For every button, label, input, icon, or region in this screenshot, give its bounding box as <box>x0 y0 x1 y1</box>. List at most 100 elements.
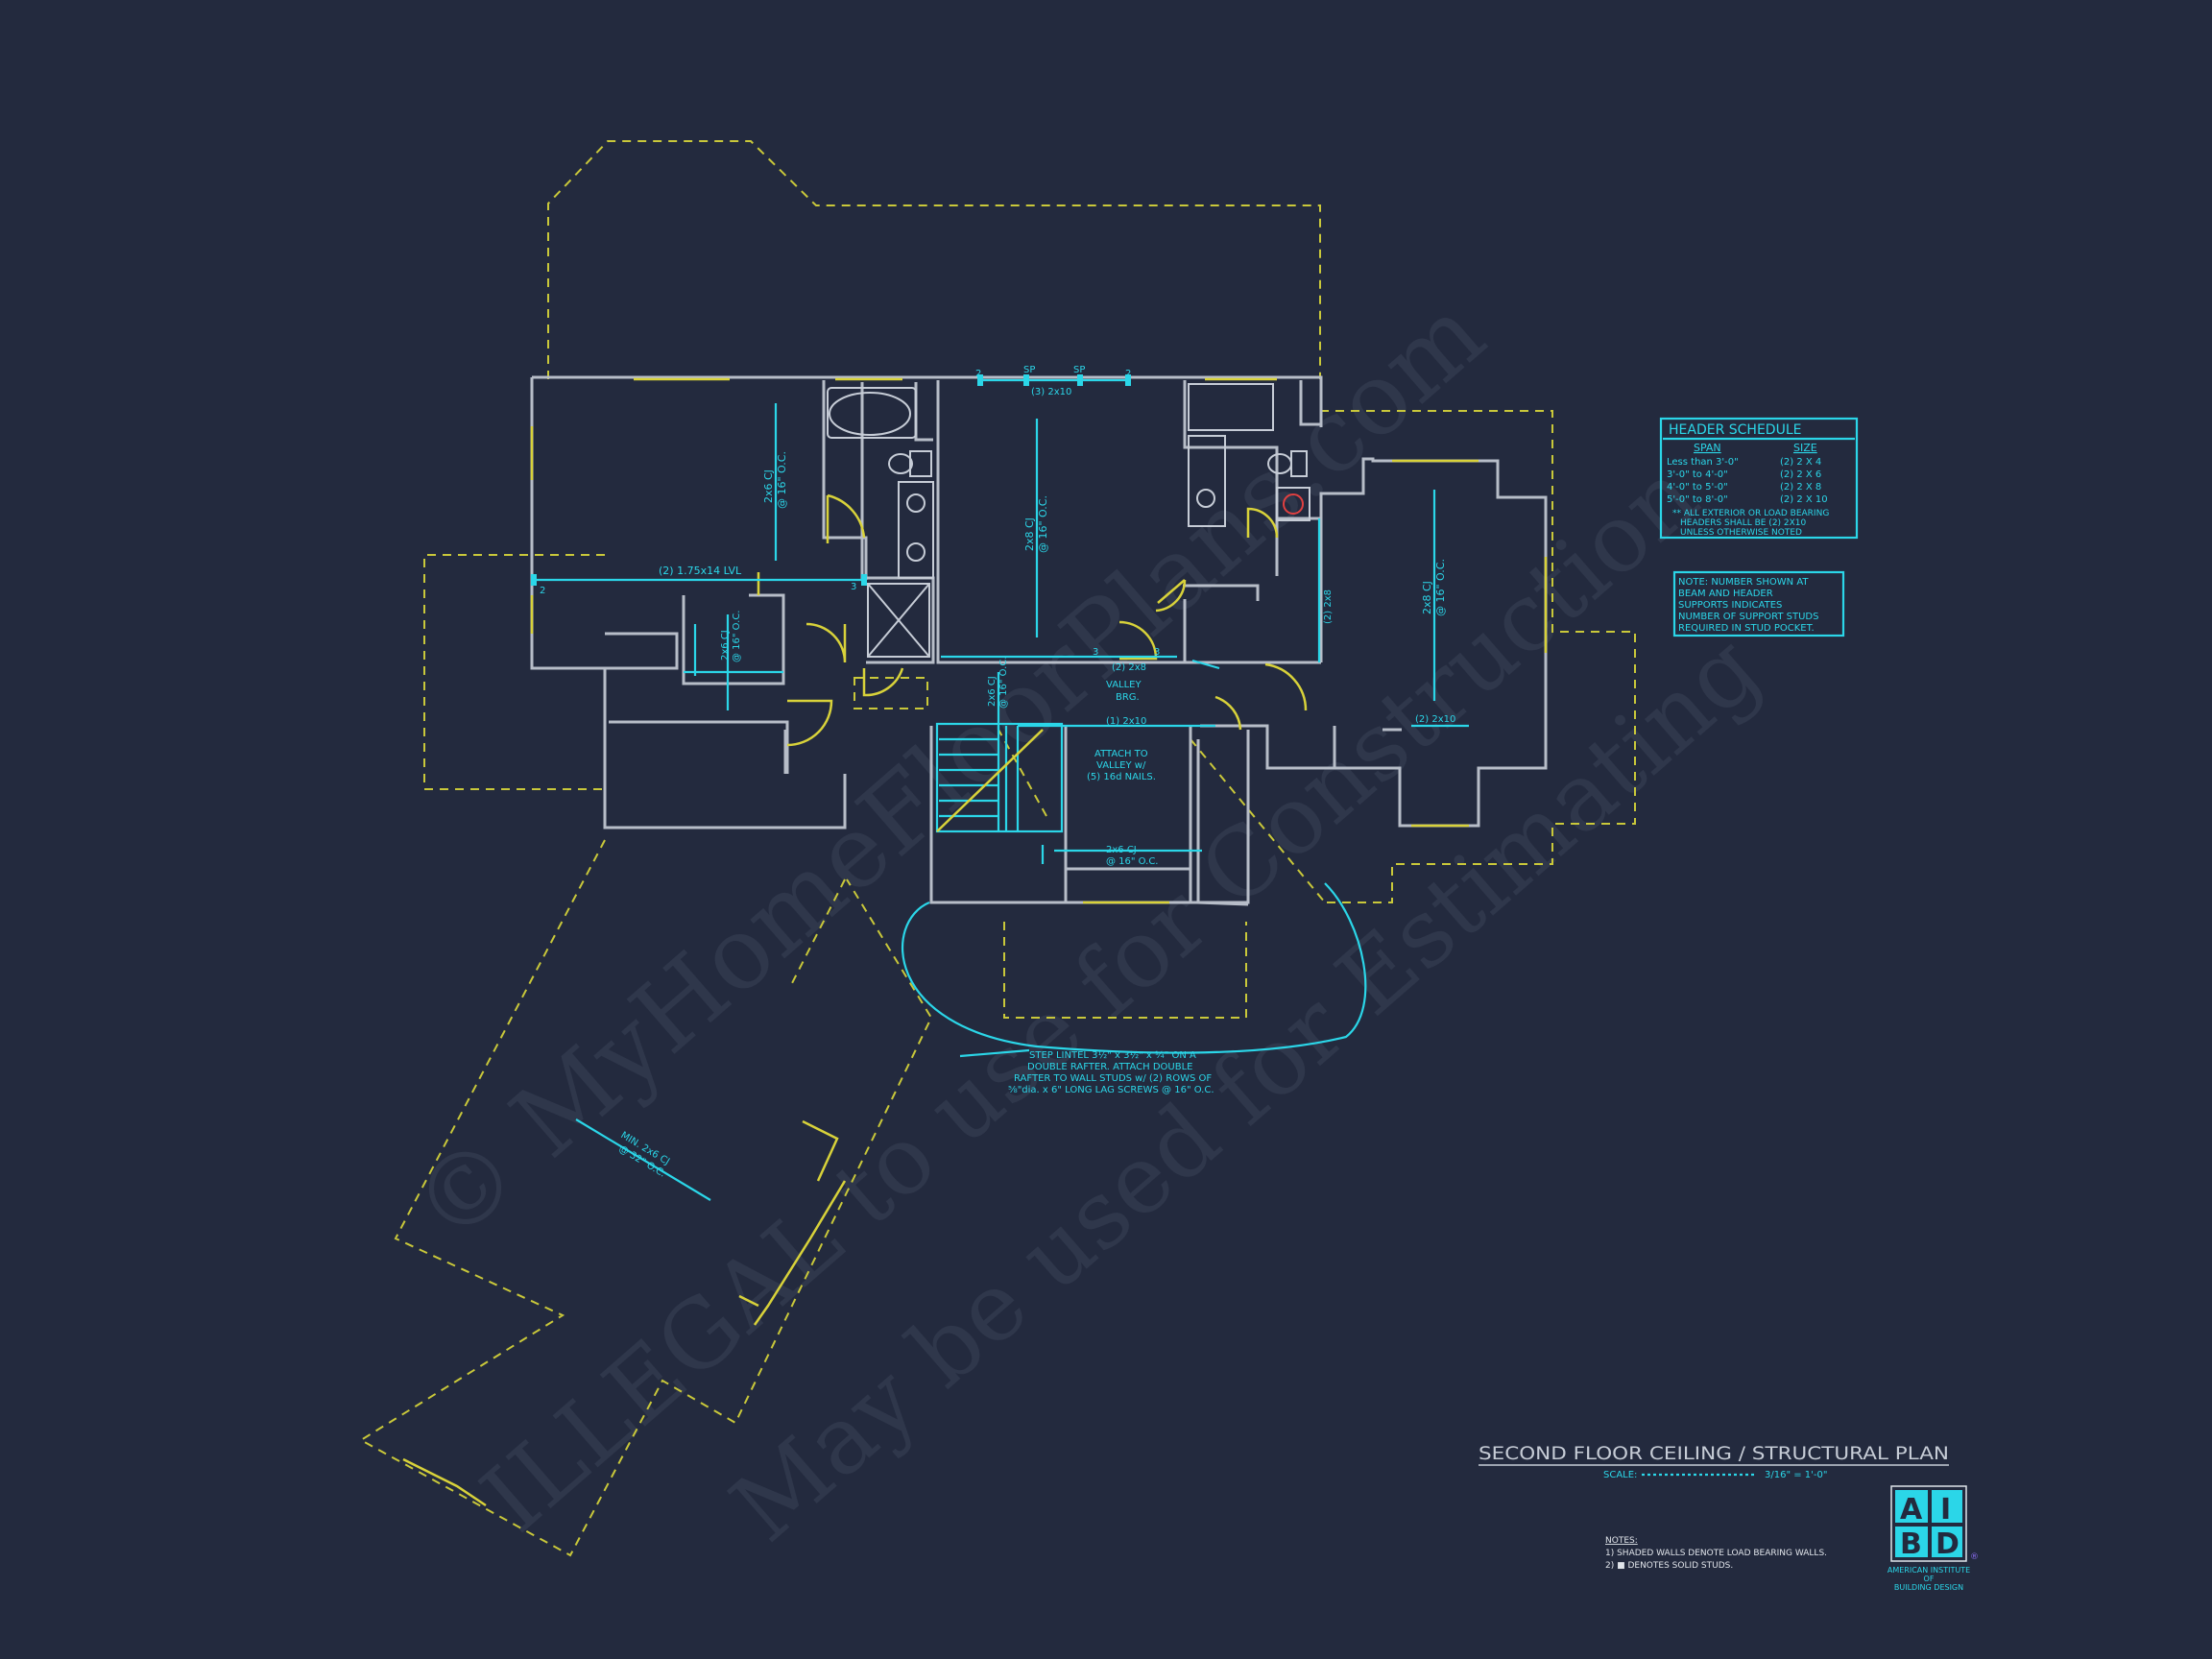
garage-window <box>753 1180 847 1326</box>
attach-note: ATTACH TO <box>1094 749 1148 759</box>
registered-mark: ® <box>1970 1552 1979 1562</box>
size-header: SIZE <box>1793 442 1817 454</box>
structure <box>531 374 1469 1201</box>
joist-spacing: @ 16" O.C. <box>732 611 742 663</box>
toilet-icon <box>909 450 932 477</box>
shower-cross-icon <box>867 583 930 658</box>
note-line: 2) ■ DENOTES SOLID STUDS. <box>1605 1561 1733 1571</box>
stud-note-line: REQUIRED IN STUD POCKET. <box>1678 623 1815 634</box>
roof-outline <box>359 140 1636 1557</box>
lintel-leader <box>959 1048 1030 1058</box>
header-schedule-title: HEADER SCHEDULE <box>1669 422 1801 438</box>
page-title: SECOND FLOOR CEILING / STRUCTURAL PLAN <box>1479 1443 1949 1464</box>
header-schedule: HEADER SCHEDULE SPAN SIZE Less than 3'-0… <box>1659 417 1859 540</box>
joist-spacing: @ 16" O.C. <box>776 451 788 509</box>
bath-fixtures <box>827 383 1310 658</box>
stud-note-line: BEAM AND HEADER <box>1678 589 1773 599</box>
sink-icon <box>906 493 926 513</box>
stud-count: 3 <box>1154 647 1160 658</box>
sink-icon <box>1196 489 1215 508</box>
attach-note: VALLEY w/ <box>1096 760 1146 771</box>
stud-note-line: SUPPORTS INDICATES <box>1678 600 1782 611</box>
joist-label: 2x8 CJ <box>1421 581 1433 614</box>
notes-heading: NOTES: <box>1605 1536 1638 1546</box>
doors <box>757 493 1308 747</box>
logo-tile <box>1895 1527 1928 1557</box>
logo-tile <box>1932 1527 1962 1557</box>
schedule-note: ** ALL EXTERIOR OR LOAD BEARING <box>1672 509 1829 518</box>
stud-count: 2 <box>1125 369 1131 379</box>
solid-stud-icon <box>1023 374 1029 386</box>
lintel-note: STEP LINTEL 3½" x 3½" x ¼" ON A <box>1029 1049 1196 1061</box>
garage-door-icon <box>738 1119 839 1308</box>
door-swing-icon <box>862 667 904 697</box>
shower-stall-icon <box>867 583 930 658</box>
shower-icon <box>1188 383 1274 431</box>
stud-note-line: NUMBER OF SUPPORT STUDS <box>1678 612 1818 622</box>
size-cell: (2) 2 X 8 <box>1780 482 1821 493</box>
beam-label: (3) 2x10 <box>1031 387 1071 397</box>
support-label: SP <box>1073 365 1085 375</box>
window <box>402 1457 487 1507</box>
toilet-bowl-icon <box>888 453 913 474</box>
joist-label: 2x6 CJ <box>762 469 775 503</box>
solid-stud-icon <box>1125 374 1131 386</box>
logo-tile <box>1932 1490 1962 1523</box>
span-cell: 3'-0" to 4'-0" <box>1667 469 1728 480</box>
logo-letter: B <box>1900 1527 1922 1561</box>
bathtub-icon <box>827 387 917 439</box>
door-swing-icon <box>826 493 866 543</box>
valley-label: VALLEY <box>1106 680 1142 690</box>
joist-arrow <box>575 1118 711 1201</box>
door-swing-icon <box>1155 579 1187 613</box>
vanity-icon <box>1188 435 1226 527</box>
door-swing-icon <box>1264 662 1308 711</box>
water-heater-icon <box>1276 487 1310 521</box>
beam-label: (2) 2x10 <box>1415 714 1455 725</box>
joist-label: 2x6 CJ <box>1106 845 1137 855</box>
window <box>530 377 1548 904</box>
door-swing-icon <box>1246 507 1279 539</box>
sink-icon <box>906 542 926 562</box>
lintel-note: ⅝"dia. x 6" LONG LAG SCREWS @ 16" O.C. <box>1008 1085 1214 1095</box>
valley-label: BRG. <box>1116 692 1140 703</box>
support-label: SP <box>1023 365 1035 375</box>
logo-letter: A <box>1900 1493 1923 1527</box>
door-swing-icon <box>786 699 833 747</box>
scale-label: SCALE: <box>1603 1470 1637 1480</box>
door-swing-icon <box>805 622 847 663</box>
span-header: SPAN <box>1694 442 1721 454</box>
logo-org: OF <box>1924 1575 1935 1583</box>
beam-label: (2) 2x8 <box>1112 662 1146 673</box>
span-cell: 4'-0" to 5'-0" <box>1667 482 1728 493</box>
joist-spacing: @ 16" O.C. <box>1037 495 1049 553</box>
solid-stud-icon <box>1077 374 1083 386</box>
logo-org: AMERICAN INSTITUTE <box>1887 1566 1970 1575</box>
joist-spacing: @ 16" O.C. <box>998 657 1009 709</box>
bay-arc <box>902 882 1367 1054</box>
header-schedule-box <box>1659 417 1859 540</box>
joist-label: 2x6 CJ <box>720 630 731 661</box>
joist-label: 2x6 CJ <box>987 676 998 707</box>
size-cell: (2) 2 X 6 <box>1780 469 1821 480</box>
watermark-line-3: May be used for Estimating <box>711 613 1780 1563</box>
logo-frame <box>1890 1485 1967 1562</box>
door-swing-icon <box>1214 695 1242 731</box>
beam-label: (1) 2x10 <box>1106 716 1146 727</box>
solid-stud-icon <box>861 574 867 586</box>
beam-label: (2) 2x8 <box>1323 589 1334 624</box>
beam-label: (2) 1.75x14 LVL <box>659 565 742 577</box>
span-cell: 5'-0" to 8'-0" <box>1667 494 1728 505</box>
beam-line <box>1191 659 1220 670</box>
cj-span-line <box>684 624 783 676</box>
joist-spacing: @ 16" O.C. <box>1434 559 1447 616</box>
schedule-note: UNLESS OTHERWISE NOTED <box>1680 528 1802 538</box>
joist-label: 2x8 CJ <box>1023 517 1036 551</box>
note-line: 1) SHADED WALLS DENOTE LOAD BEARING WALL… <box>1605 1549 1827 1558</box>
stud-count: 3 <box>1093 647 1098 658</box>
stud-count: 3 <box>851 582 856 592</box>
stud-note-line: NOTE: NUMBER SHOWN AT <box>1678 577 1809 588</box>
lintel-note: RAFTER TO WALL STUDS w/ (2) ROWS OF <box>1014 1073 1212 1084</box>
stud-count: 2 <box>540 586 545 596</box>
